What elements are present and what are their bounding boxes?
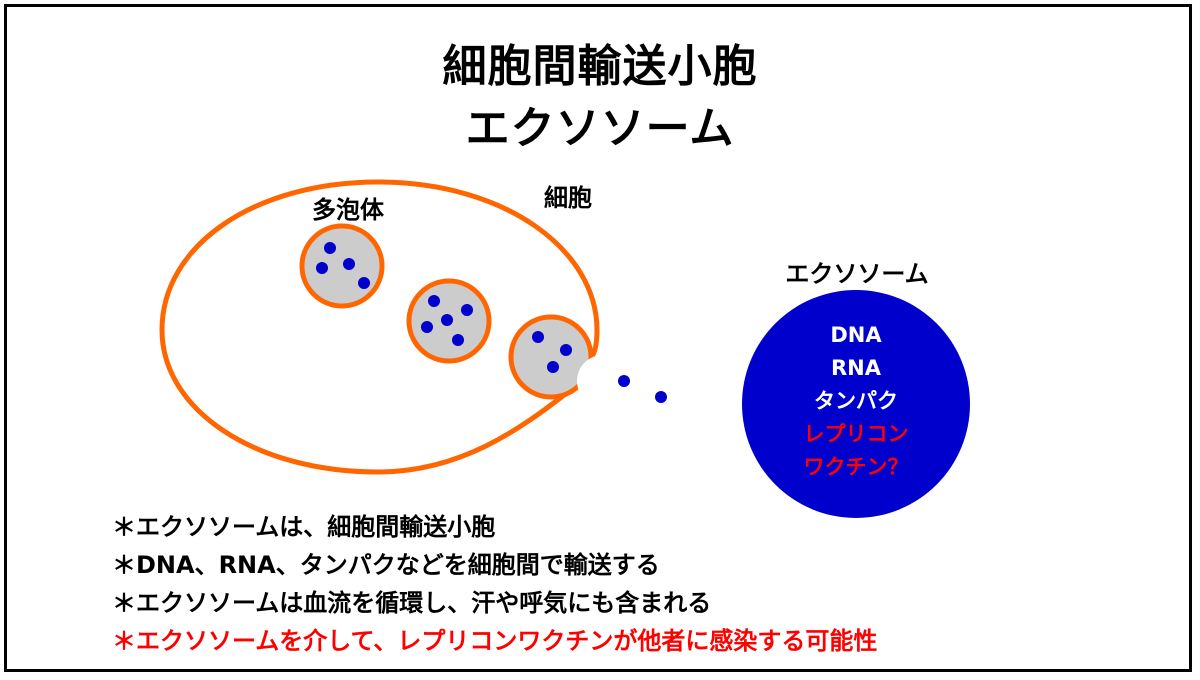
bullet-text: エクソソームを介して、レプリコンワクチンが他者に感染する可能性 — [136, 627, 878, 655]
mvb-vesicle-1 — [299, 223, 385, 309]
bullet-text: エクソソームは血流を循環し、汗や呼気にも含まれる — [136, 589, 712, 617]
bullet-item: ＊エクソソームは血流を循環し、汗や呼気にも含まれる — [112, 584, 877, 622]
slide-frame — [4, 4, 1192, 672]
bullet-text: DNA、RNA、タンパクなどを細胞間で輸送する — [136, 551, 660, 579]
cell-membrane — [159, 179, 600, 475]
exosome-content-dna: DNA — [830, 323, 882, 347]
membrane-fusion-opening — [577, 355, 629, 407]
mvb-vesicle-3 — [508, 314, 594, 400]
bullet-text: エクソソームは、細胞間輸送小胞 — [136, 513, 496, 541]
bullet-item: ＊エクソソームは、細胞間輸送小胞 — [112, 508, 877, 546]
cargo-dot — [428, 295, 440, 307]
cargo-dot — [316, 262, 328, 274]
slide-title-line1: 細胞間輸送小胞 — [442, 41, 758, 92]
cargo-dot — [461, 304, 473, 316]
mvb-label: 多泡体 — [312, 196, 385, 224]
bullet-item-warning: ＊エクソソームを介して、レプリコンワクチンが他者に感染する可能性 — [112, 622, 877, 660]
bullet-item: ＊DNA、RNA、タンパクなどを細胞間で輸送する — [112, 546, 877, 584]
cargo-dot — [324, 242, 336, 254]
bullet-marker: ＊ — [112, 551, 136, 579]
exosome-content-replicon: レプリコン — [804, 422, 909, 446]
exosome-content-vaccine: ワクチン？ — [804, 455, 909, 479]
bullet-marker: ＊ — [112, 627, 136, 655]
cargo-dot — [358, 277, 370, 289]
exosome-circle — [742, 290, 970, 518]
exosome-content-rna: RNA — [831, 356, 882, 380]
exosome-label: エクソソーム — [785, 260, 928, 288]
cargo-dot — [452, 334, 464, 346]
cargo-dot — [532, 331, 544, 343]
released-exosome-dot — [655, 391, 667, 403]
cargo-dot — [421, 321, 433, 333]
exosome-content-protein: タンパク — [814, 389, 898, 413]
bullet-list: ＊エクソソームは、細胞間輸送小胞 ＊DNA、RNA、タンパクなどを細胞間で輸送す… — [112, 508, 877, 660]
bullet-marker: ＊ — [112, 589, 136, 617]
cell-label: 細胞 — [544, 184, 592, 212]
cargo-dot — [343, 258, 355, 270]
slide-title-line2: エクソソーム — [465, 103, 735, 154]
cargo-dot — [441, 314, 453, 326]
cargo-dot — [547, 361, 559, 373]
bullet-marker: ＊ — [112, 513, 136, 541]
mvb-vesicle-2 — [406, 278, 492, 364]
released-exosome-dot — [618, 375, 630, 387]
cargo-dot — [560, 344, 572, 356]
